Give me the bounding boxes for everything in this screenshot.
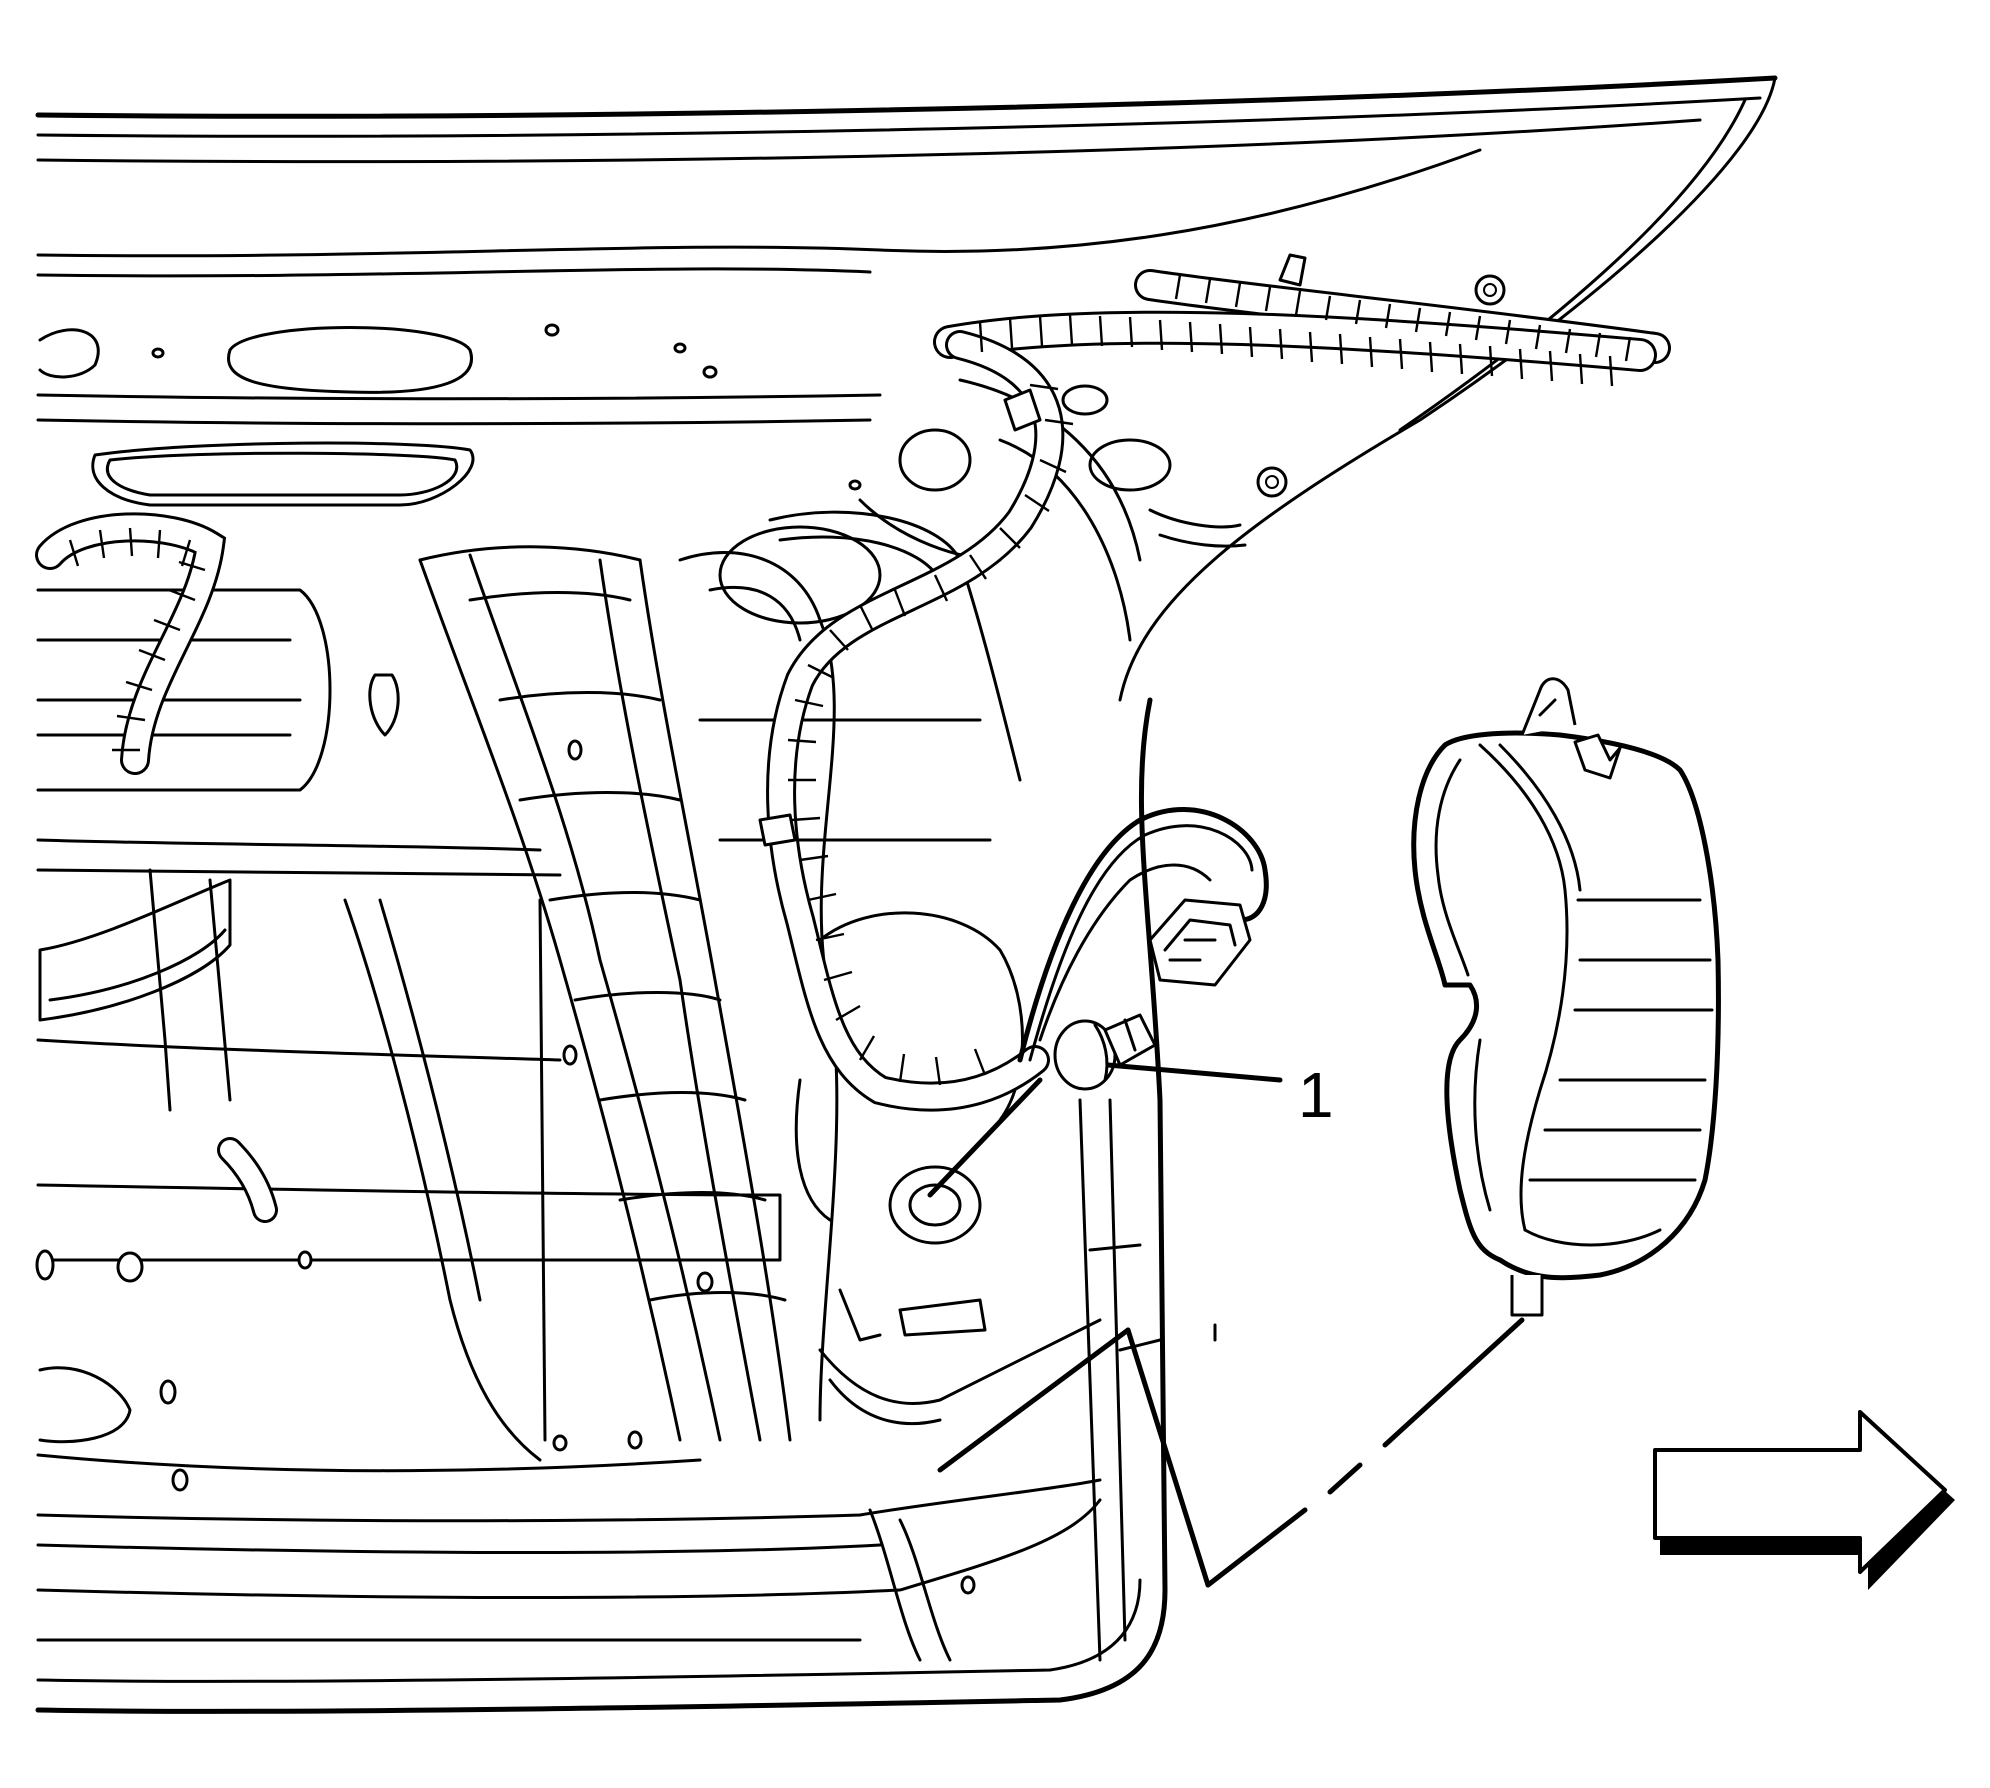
callout-leader [1105, 1062, 1283, 1083]
lamp-socket-assembly [1017, 807, 1269, 1091]
right-arrow-icon [1653, 1410, 1955, 1590]
lamp-housing [1411, 677, 1721, 1317]
bulb-to-socket-line [927, 1077, 1043, 1198]
callout-1: 1 [1298, 1059, 1334, 1131]
wiring-harness [35, 253, 1671, 1223]
body-holes [35, 323, 976, 1595]
harness-ribs [68, 274, 1632, 1086]
install-path-line [937, 1317, 1525, 1588]
